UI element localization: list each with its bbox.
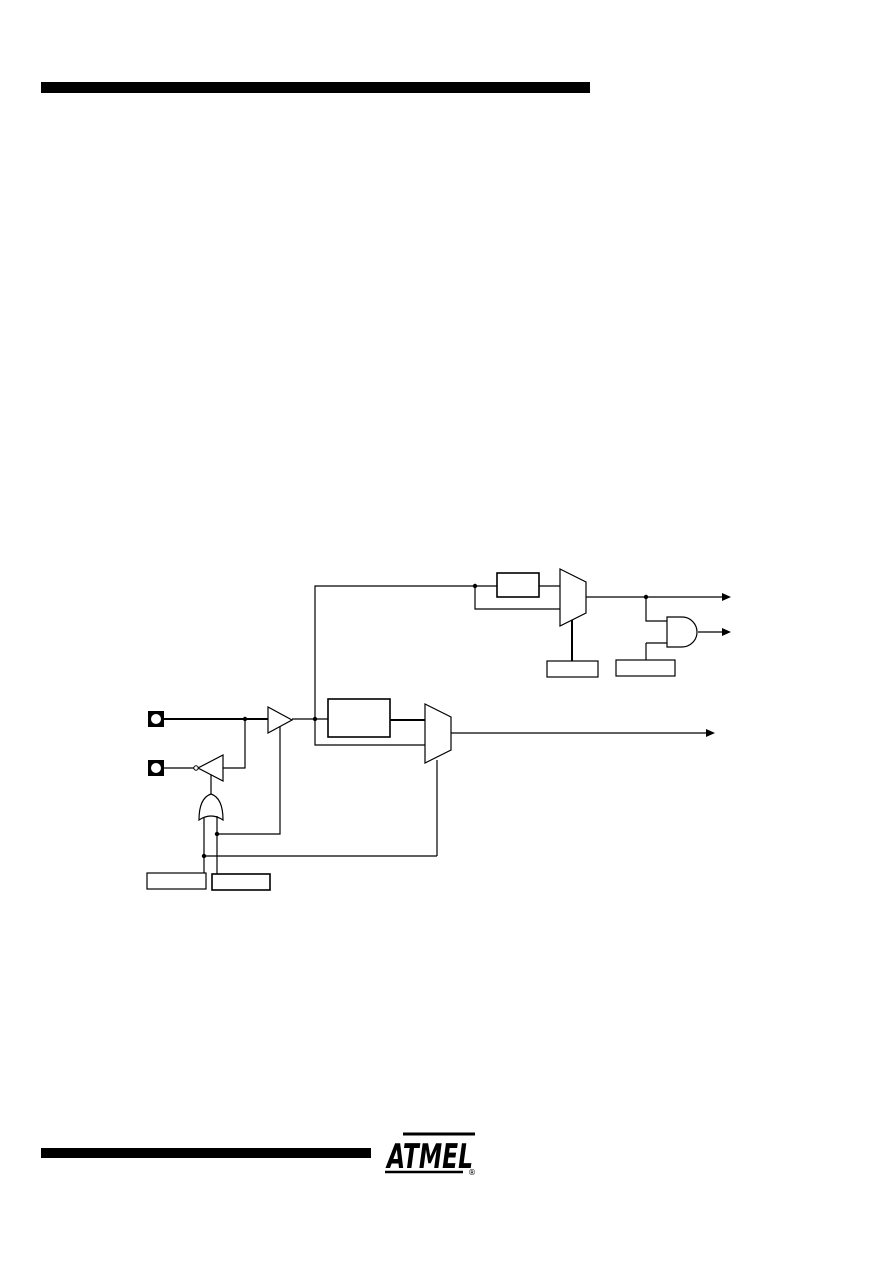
buffer-enable-wire	[217, 727, 281, 835]
upper-feed-wires	[314, 585, 560, 719]
upper-mux	[559, 568, 587, 627]
control-register-left	[146, 872, 207, 890]
registered-mark: ®	[468, 1168, 476, 1177]
pad-circle-icon	[151, 714, 161, 724]
or-gate	[198, 793, 224, 822]
and-gate	[666, 616, 698, 648]
lower-mux	[424, 703, 452, 764]
junction-dots	[201, 583, 649, 859]
input-buffer	[267, 705, 294, 735]
footer-rule	[41, 1148, 371, 1158]
inverter-feedback-wire	[223, 719, 246, 769]
header-rule	[41, 82, 590, 93]
logo-wordmark: ATMEL	[385, 1137, 473, 1177]
upper-output-wires	[586, 593, 731, 660]
control-register-right	[211, 873, 271, 891]
pin-1	[148, 711, 164, 727]
mux-select-register	[546, 660, 599, 678]
lower-bypass-wire	[314, 719, 425, 746]
and-enable-register	[615, 659, 676, 677]
lower-register-block	[327, 698, 391, 738]
upper-register-block	[496, 572, 540, 598]
pad-circle-icon	[151, 763, 161, 773]
pin-2	[148, 760, 164, 776]
output-inverter-buffer	[196, 754, 224, 782]
atmel-logo: ATMEL ®	[385, 1132, 476, 1177]
